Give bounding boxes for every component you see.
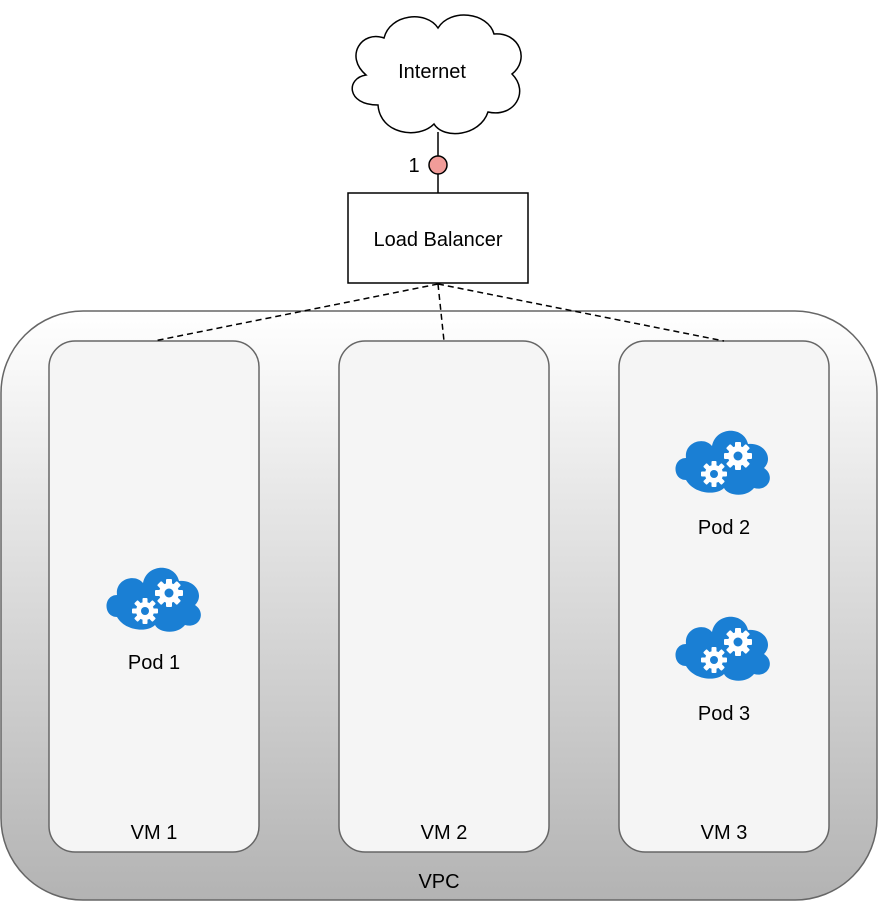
vm-box-3 bbox=[618, 340, 830, 853]
connector-dot bbox=[428, 155, 448, 175]
pod-label-1: Pod 1 bbox=[127, 652, 181, 674]
vm-box-2 bbox=[338, 340, 550, 853]
connector-label: 1 bbox=[408, 155, 420, 177]
vpc-label: VPC bbox=[418, 871, 460, 893]
pod-label-3: Pod 3 bbox=[697, 703, 751, 725]
internet-cloud bbox=[351, 14, 522, 135]
internet-label: Internet bbox=[398, 61, 466, 83]
lb-to-vm3-link bbox=[437, 283, 725, 342]
load-balancer-label: Load Balancer bbox=[373, 229, 503, 251]
lb-to-vm1-link bbox=[153, 283, 439, 342]
vm-label-3: VM 3 bbox=[700, 822, 748, 844]
vm-label-2: VM 2 bbox=[420, 822, 468, 844]
pod-label-2: Pod 2 bbox=[697, 517, 751, 539]
load-balancer-box bbox=[347, 192, 529, 284]
vm-label-1: VM 1 bbox=[130, 822, 178, 844]
